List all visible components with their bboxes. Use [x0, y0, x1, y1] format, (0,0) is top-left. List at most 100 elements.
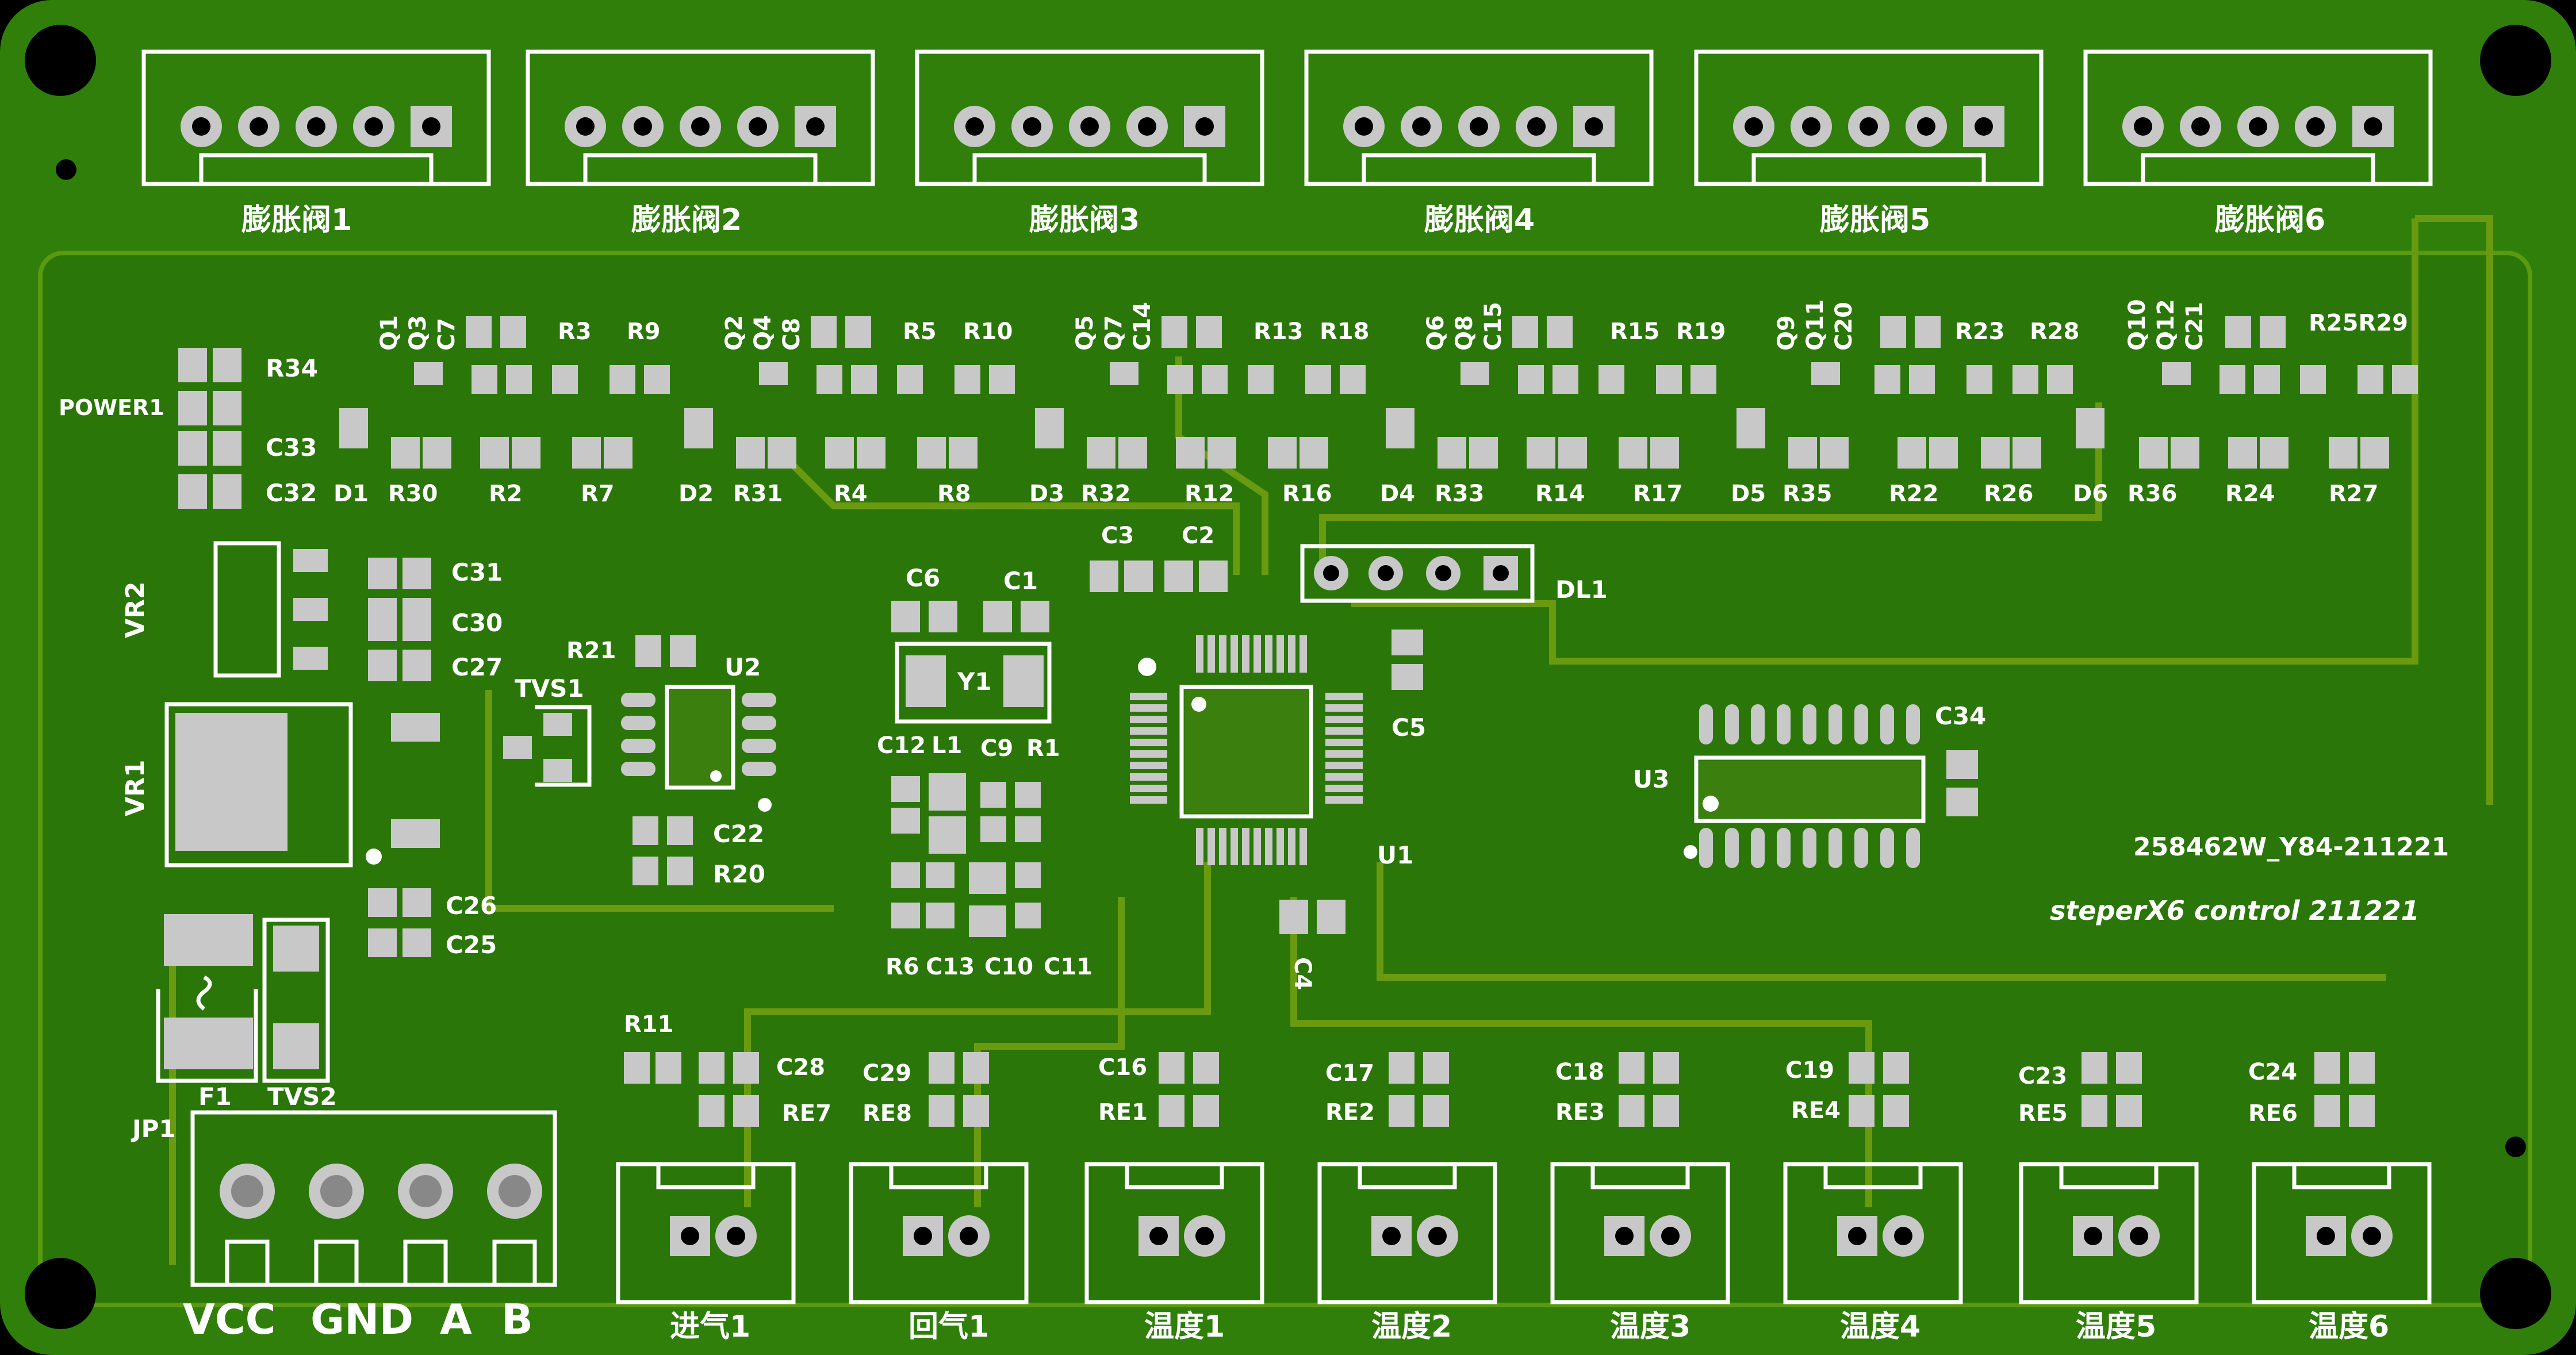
fiducial: [2505, 1137, 2526, 1157]
ref-label: C17: [1325, 1060, 1374, 1087]
ref-label: Q9: [1773, 315, 1800, 351]
mounting-hole-bl: [25, 1258, 96, 1329]
ref-label: R30: [388, 481, 438, 507]
ref-label: RE1: [1098, 1099, 1148, 1126]
terminal-label-a: A: [440, 1295, 472, 1344]
connector-outline: [141, 49, 491, 186]
ref-label: R34: [266, 354, 318, 382]
ref-label: R23: [1955, 318, 2004, 345]
ref-label: R33: [1435, 481, 1484, 507]
sensor-connector-1: 进气1: [616, 1162, 796, 1344]
ref-label: RE2: [1325, 1099, 1375, 1126]
ref-label: R7: [581, 481, 615, 507]
ref-label: C5: [1392, 713, 1426, 742]
mounting-hole-tr: [2480, 25, 2551, 96]
ref-label: C14: [1129, 302, 1156, 351]
ref-label: R22: [1889, 481, 1938, 507]
sensor-connector-2: 回气1: [849, 1162, 1029, 1344]
ref-label: VR2: [121, 581, 150, 638]
ref-label: R13: [1254, 318, 1303, 345]
valve-connector-4: 膨胀阀4: [1304, 49, 1654, 237]
ref-label: R11: [624, 1011, 673, 1038]
ref-label: C29: [862, 1060, 911, 1087]
sensor-parts-row: R11 C28 RE7 C29 RE8 C16 RE1 C17 RE2 C18 …: [624, 1011, 2375, 1127]
sensor-label: 温度4: [1840, 1310, 1920, 1344]
ref-label: C21: [2182, 302, 2208, 351]
ref-label: POWER1: [59, 395, 164, 420]
valve-label: 膨胀阀1: [241, 203, 352, 237]
ref-label: RE4: [1791, 1097, 1841, 1124]
ref-label: C20: [1831, 302, 1857, 351]
valve-connector-3: 膨胀阀3: [915, 49, 1264, 237]
sensor-label: 温度2: [1371, 1310, 1452, 1344]
ref-label: C3: [1101, 523, 1134, 549]
ref-label: RE8: [862, 1100, 912, 1127]
ref-label: R18: [1320, 318, 1369, 345]
ref-label: U1: [1377, 841, 1413, 869]
valve-label: 膨胀阀5: [1820, 203, 1930, 237]
terminal-label-gnd: GND: [310, 1295, 413, 1344]
ref-label: Q10: [2124, 299, 2150, 351]
dl1-header: DL1 C5: [1300, 544, 1608, 742]
sensor-label: 进气1: [670, 1310, 750, 1344]
ref-label: U2: [724, 653, 761, 681]
ref-label: RE6: [2248, 1100, 2298, 1127]
fiducial: [56, 159, 76, 180]
ref-label: R27: [2329, 481, 2378, 507]
sensor-label: 温度6: [2309, 1310, 2389, 1344]
sensor-connector-8: 温度6: [2252, 1162, 2432, 1344]
ref-label: R20: [713, 860, 765, 888]
ref-label: R4: [834, 481, 868, 507]
ref-label: D6: [2073, 481, 2108, 507]
ref-label: R14: [1535, 481, 1585, 507]
ref-label: R16: [1282, 481, 1332, 507]
ref-label: R32: [1081, 481, 1130, 507]
ref-label: Q3: [405, 315, 431, 351]
ref-label: R2: [489, 481, 523, 507]
ref-label: C11: [1044, 954, 1092, 980]
ref-label: D2: [678, 481, 714, 507]
ref-label: C23: [2018, 1063, 2067, 1089]
ref-label: U3: [1633, 765, 1669, 793]
ref-label: Q12: [2153, 299, 2179, 351]
ref-label: C28: [776, 1054, 825, 1081]
valve-connector-1: 膨胀阀1: [141, 49, 491, 237]
sensor-connector-7: 温度5: [2019, 1162, 2199, 1344]
ref-label: R19: [1676, 318, 1726, 345]
ref-label: C32: [266, 479, 317, 507]
ref-label: R9: [627, 318, 661, 345]
ref-label: JP1: [131, 1115, 176, 1143]
power-section: R34 POWER1 C33 C32 VR2 VR1 C31 C30 C27 C…: [59, 348, 503, 1111]
ref-label: C8: [779, 318, 805, 351]
ref-label: Q7: [1101, 315, 1127, 351]
ref-label: R35: [1782, 481, 1832, 507]
ref-label: R10: [963, 318, 1013, 345]
ref-label: DL1: [1555, 575, 1608, 604]
ref-label: Q4: [750, 315, 776, 351]
ref-label: C30: [451, 609, 503, 637]
terminal-label-b: B: [501, 1295, 533, 1344]
driver-group-3: Q5 Q7 C14 R13 R18 D3 R32 R12 R16: [1029, 302, 1369, 507]
valve-label: 膨胀阀3: [1029, 203, 1140, 237]
ref-label: VR1: [121, 759, 150, 816]
sensor-label: 温度1: [1144, 1310, 1225, 1344]
ref-label: C12: [877, 732, 926, 759]
ref-label: Q8: [1451, 315, 1478, 351]
sensor-connector-3: 温度1: [1084, 1162, 1264, 1344]
ref-label: Q11: [1802, 299, 1828, 351]
ref-label: R8: [937, 481, 971, 507]
ref-label: R21: [566, 638, 616, 664]
ref-label: R28: [2030, 318, 2079, 345]
mounting-hole-tl: [25, 25, 96, 96]
ref-label: R17: [1633, 481, 1682, 507]
ref-label: RE5: [2018, 1100, 2068, 1127]
ref-label: Q1: [376, 315, 402, 351]
driver-group-4: Q6 Q8 C15 R15 R19 D4 R33 R14 R17: [1380, 302, 1726, 507]
ref-label: C22: [713, 820, 764, 848]
ref-label: D1: [334, 481, 369, 507]
sensor-label: 回气1: [908, 1310, 989, 1344]
terminal-label-vcc: VCC: [183, 1295, 275, 1344]
sensor-connector-6: 温度4: [1783, 1162, 1963, 1344]
mounting-hole-br: [2480, 1258, 2551, 1329]
